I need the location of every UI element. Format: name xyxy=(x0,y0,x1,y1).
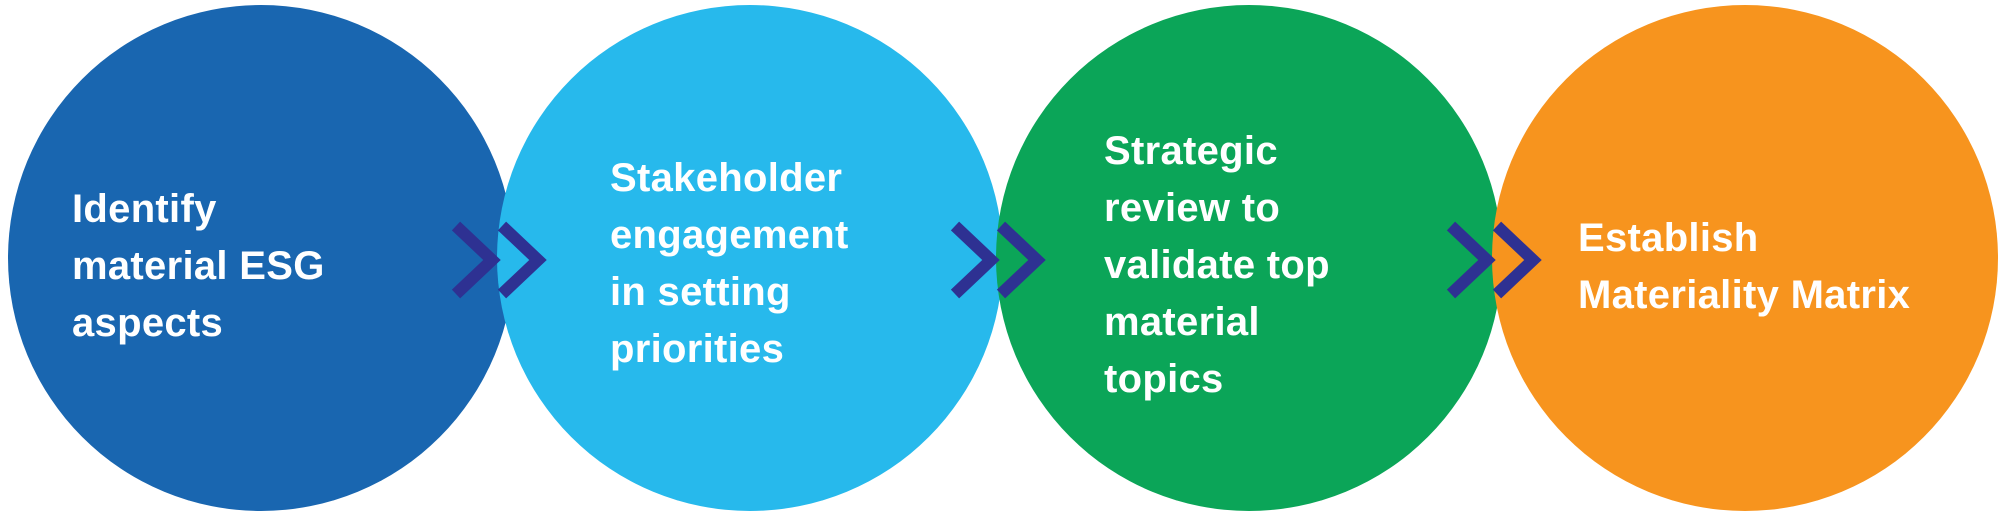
step-label-line: in setting xyxy=(610,270,791,314)
step-label-line: review to xyxy=(1104,186,1281,230)
step-circle-identify-material-esg-aspects xyxy=(8,5,514,511)
step-label-line: Strategic xyxy=(1104,129,1278,173)
step-label-line: Identify xyxy=(72,187,217,231)
step-label-line: validate top xyxy=(1104,243,1330,287)
step-label-line: engagement xyxy=(610,213,849,257)
step-label-line: priorities xyxy=(610,327,785,371)
step-label-line: Materiality Matrix xyxy=(1578,273,1911,317)
step-label-line: material ESG xyxy=(72,244,325,288)
step-label-stakeholder-engagement: Stakeholder engagement in setting priori… xyxy=(610,150,849,378)
step-label-establish-materiality-matrix: Establish Materiality Matrix xyxy=(1578,210,1910,324)
double-chevron-right-icon xyxy=(950,221,1046,299)
step-label-line: Stakeholder xyxy=(610,156,843,200)
step-circle-strategic-review xyxy=(996,5,1502,511)
step-label-identify-material-esg-aspects: Identify material ESG aspects xyxy=(72,181,325,352)
step-label-line: material xyxy=(1104,300,1260,344)
step-circle-establish-materiality-matrix xyxy=(1492,5,1998,511)
step-label-line: topics xyxy=(1104,357,1224,401)
double-chevron-right-icon xyxy=(1446,221,1542,299)
step-label-line: Establish xyxy=(1578,216,1759,260)
step-circle-stakeholder-engagement xyxy=(497,5,1003,511)
double-chevron-right-icon xyxy=(451,221,547,299)
step-label-line: aspects xyxy=(72,301,224,345)
step-label-strategic-review: Strategic review to validate top materia… xyxy=(1104,123,1330,408)
